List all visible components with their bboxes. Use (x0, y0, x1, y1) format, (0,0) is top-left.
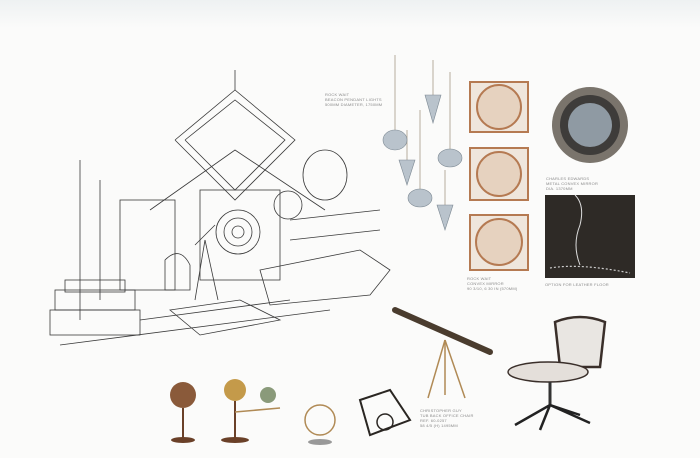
caption-line: CONVEX MIRROR (467, 281, 504, 286)
leather-floor-sample (545, 194, 635, 278)
caption-line: TUB BACK OFFICE CHAIR (420, 413, 474, 418)
scan-edge (0, 0, 700, 28)
caption-line: 58 4/5 (H) 1495mm (420, 423, 458, 428)
caption-line: CHRISTOPHER GUY (420, 408, 462, 413)
convex-mirror-caption: ROCK WAIT CONVEX MIRROR 90 3/10, 6 30 in… (467, 276, 517, 291)
globe-orrery-set (170, 379, 412, 445)
interior-sketch (49, 70, 391, 346)
chair-caption: CHRISTOPHER GUY TUB BACK OFFICE CHAIR RE… (420, 408, 474, 428)
pendant-caption: ROCK WAIT BEACON PENDANT LIGHTS 500mm DI… (325, 92, 382, 107)
convex-mirror (552, 87, 628, 163)
caption-line: METAL CONVEX MIRROR (546, 181, 599, 186)
pendant-glass (382, 94, 463, 231)
leather-caption: OPTION FOR LEATHER FLOOR (545, 282, 609, 287)
caption-line: REF. 60-0257 (420, 418, 447, 423)
caption-line: DIA. 1370mm (546, 186, 573, 191)
caption-line: ROCK WAIT (325, 92, 350, 97)
caption-line: BEACON PENDANT LIGHTS (325, 97, 382, 102)
caption-line: CHARLES EDWARDS (546, 176, 590, 181)
caption-line: 500mm DIAMETER, 1750mm (325, 102, 383, 107)
framed-convex-mirrors (469, 81, 529, 271)
caption-line: OPTION FOR LEATHER FLOOR (545, 282, 609, 287)
pendant-lights (394, 55, 451, 205)
telescope (392, 307, 493, 399)
caption-line: ROCK WAIT (467, 276, 492, 281)
caption-line: 90 3/10, 6 30 in (570mm) (467, 286, 518, 291)
office-chair (507, 315, 607, 431)
mirror-caption: CHARLES EDWARDS METAL CONVEX MIRROR DIA.… (546, 176, 598, 191)
